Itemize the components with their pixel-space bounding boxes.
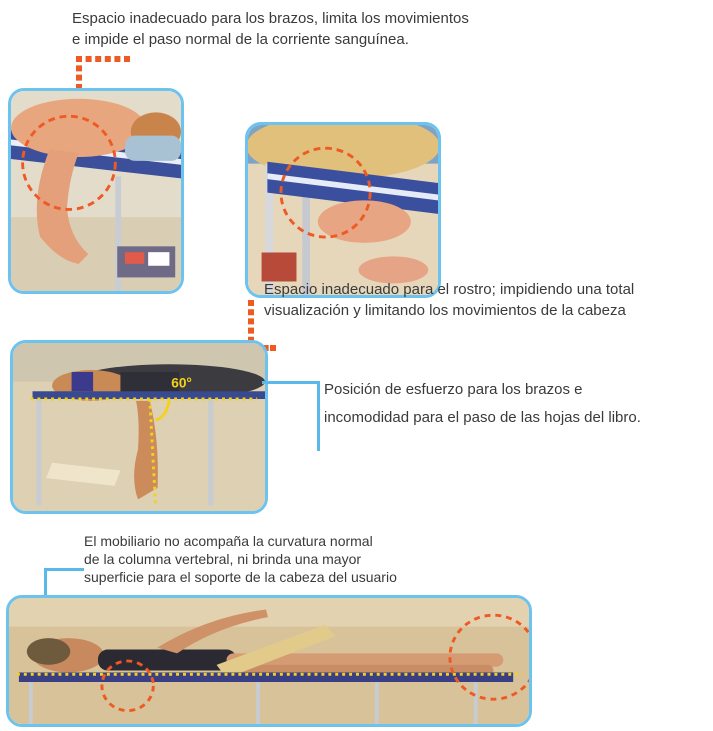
photo-face-closeup-illustration [248,125,438,295]
photo-reclining [6,595,532,727]
leader-arm-effort-vertical [317,381,320,451]
caption-arm-effort-line-1: Posición de esfuerzo para los brazos e [324,381,583,398]
photo-arm-effort: 60° [10,340,268,514]
leader-arm-effort-horizontal [262,381,320,384]
caption-face-space-line-2: visualización y limitando los movimiento… [264,302,626,319]
photo-arm-hanging [8,88,184,294]
caption-face-space-line-1: Espacio inadecuado para el rostro; impid… [264,281,635,298]
photo-reclining-illustration [9,598,529,724]
caption-spine-line-3: superficie para el soporte de la cabeza … [84,569,397,585]
highlight-circle-face [279,146,372,239]
highlight-circle-arm [21,114,117,211]
leader-arm-space-horizontal [76,56,130,62]
angle-label: 60° [171,375,192,390]
caption-face-space: Espacio inadecuado para el rostro; impid… [264,279,634,321]
highlight-circle-feet [448,613,529,701]
caption-arm-effort-line-2: incomodidad para el paso de las hojas de… [324,409,641,426]
caption-arm-effort: Posición de esfuerzo para los brazos e i… [324,376,641,432]
caption-spine-line-1: El mobiliario no acompaña la curvatura n… [84,533,373,549]
caption-spine-line-2: de la columna vertebral, ni brinda una m… [84,551,362,567]
caption-spine: El mobiliario no acompaña la curvatura n… [84,532,397,586]
caption-arm-space-line-1: Espacio inadecuado para los brazos, limi… [72,10,469,27]
caption-arm-space-line-2: e impide el paso normal de la corriente … [72,31,409,48]
leader-spine-horizontal [44,568,84,571]
caption-arm-space: Espacio inadecuado para los brazos, limi… [72,8,469,50]
leader-spine-vertical [44,568,47,596]
photo-arm-effort-illustration: 60° [13,343,265,511]
photo-face-closeup [245,122,441,298]
photo-arm-hanging-illustration [11,91,181,291]
